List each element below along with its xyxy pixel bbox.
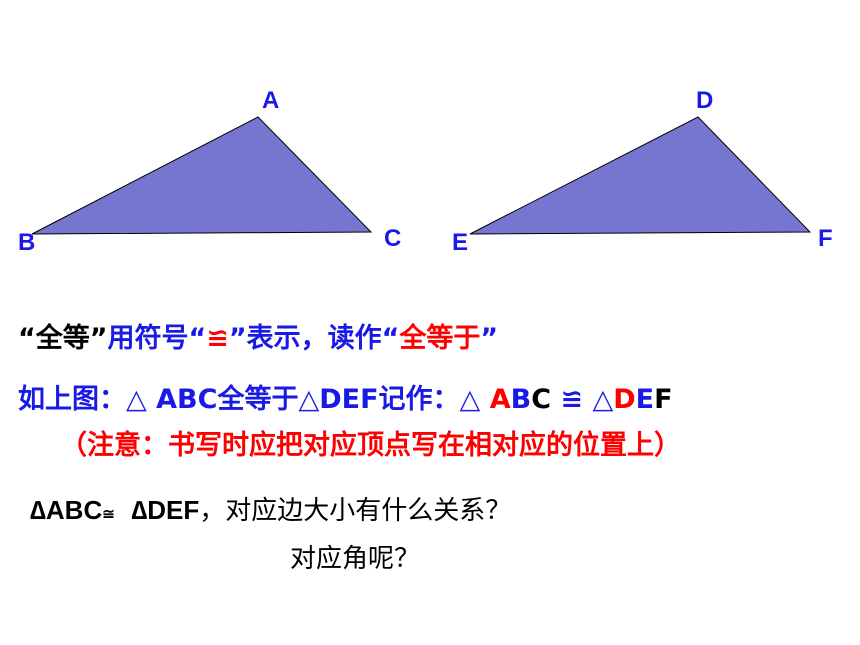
vertex-label-d: D bbox=[696, 87, 713, 114]
close-quote: ” bbox=[480, 323, 499, 354]
question-triangle-def: ∆DEF bbox=[131, 495, 200, 525]
notation-cong-symbol: ≌ bbox=[551, 384, 593, 415]
question-triangle-abc: ∆ABC bbox=[30, 495, 103, 525]
notation-vertex-b: B bbox=[510, 384, 532, 415]
symbol-intro-text: 用符号 bbox=[107, 323, 189, 354]
notation-line: 如上图：△ ABC全等于△DEF记作：△ ABC ≌ △DEF bbox=[18, 377, 673, 416]
congruence-symbol: ≌ bbox=[206, 323, 229, 354]
open-quote: “ bbox=[381, 323, 400, 354]
notation-vertex-e: E bbox=[635, 384, 655, 415]
term-congruent: 全等 bbox=[35, 323, 90, 354]
open-quote: “ bbox=[188, 323, 207, 354]
reading-intro-text: 表示，读作 bbox=[246, 323, 382, 354]
question-line: ∆ABC≅ ∆DEF，对应边大小有什么关系？ bbox=[30, 490, 511, 527]
vertex-label-c: C bbox=[384, 225, 401, 252]
vertex-label-a: A bbox=[262, 87, 279, 114]
notation-vertex-a: A bbox=[489, 384, 511, 415]
triangles-figure: A B C D E F bbox=[18, 87, 833, 256]
triangle-def bbox=[469, 116, 812, 235]
notation-vertex-f: F bbox=[654, 384, 673, 415]
question-sides-text: ，对应边大小有什么关系？ bbox=[199, 496, 512, 526]
vertex-label-b: B bbox=[18, 229, 35, 256]
notation-vertex-d: D bbox=[613, 384, 636, 415]
close-quote: ” bbox=[228, 323, 247, 354]
vertex-label-e: E bbox=[452, 229, 468, 256]
close-quote: ” bbox=[89, 323, 108, 354]
reading-text: 全等于 bbox=[399, 323, 481, 354]
notation-prefix: 如上图：△ ABC全等于△DEF记作：△ bbox=[18, 384, 490, 415]
open-quote: “ bbox=[18, 323, 36, 354]
congruence-symbol-line: “全等”用符号“≌”表示，读作“全等于” bbox=[18, 316, 498, 355]
question-angles-line: 对应角呢？ bbox=[290, 544, 421, 574]
notation-triangle-symbol: △ bbox=[592, 384, 614, 415]
notation-vertex-c: C bbox=[531, 384, 552, 415]
question-cong-symbol: ≅ bbox=[102, 506, 115, 523]
triangle-abc bbox=[31, 116, 373, 235]
vertex-label-f: F bbox=[818, 225, 833, 252]
note-line: （注意：书写时应把对应顶点写在相对应的位置上） bbox=[60, 430, 681, 461]
